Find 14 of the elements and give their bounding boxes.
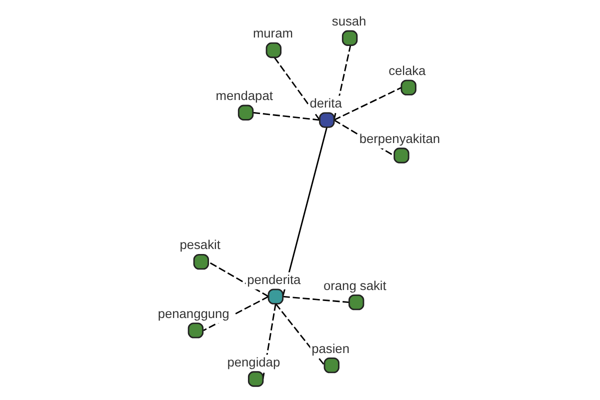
node-label: mendapat bbox=[216, 88, 273, 104]
connector bbox=[275, 303, 326, 366]
node-label: susah bbox=[332, 14, 366, 29]
node-label: pesakit bbox=[180, 237, 220, 252]
connector bbox=[282, 296, 350, 304]
connector bbox=[282, 127, 328, 297]
node-label: muram bbox=[252, 26, 293, 41]
node-label: orang sakit bbox=[323, 278, 386, 293]
connector bbox=[252, 112, 320, 121]
connector bbox=[334, 86, 402, 121]
connector bbox=[208, 261, 269, 298]
node-label: celaka bbox=[388, 63, 426, 78]
connector bbox=[333, 45, 352, 120]
connector bbox=[274, 56, 320, 120]
